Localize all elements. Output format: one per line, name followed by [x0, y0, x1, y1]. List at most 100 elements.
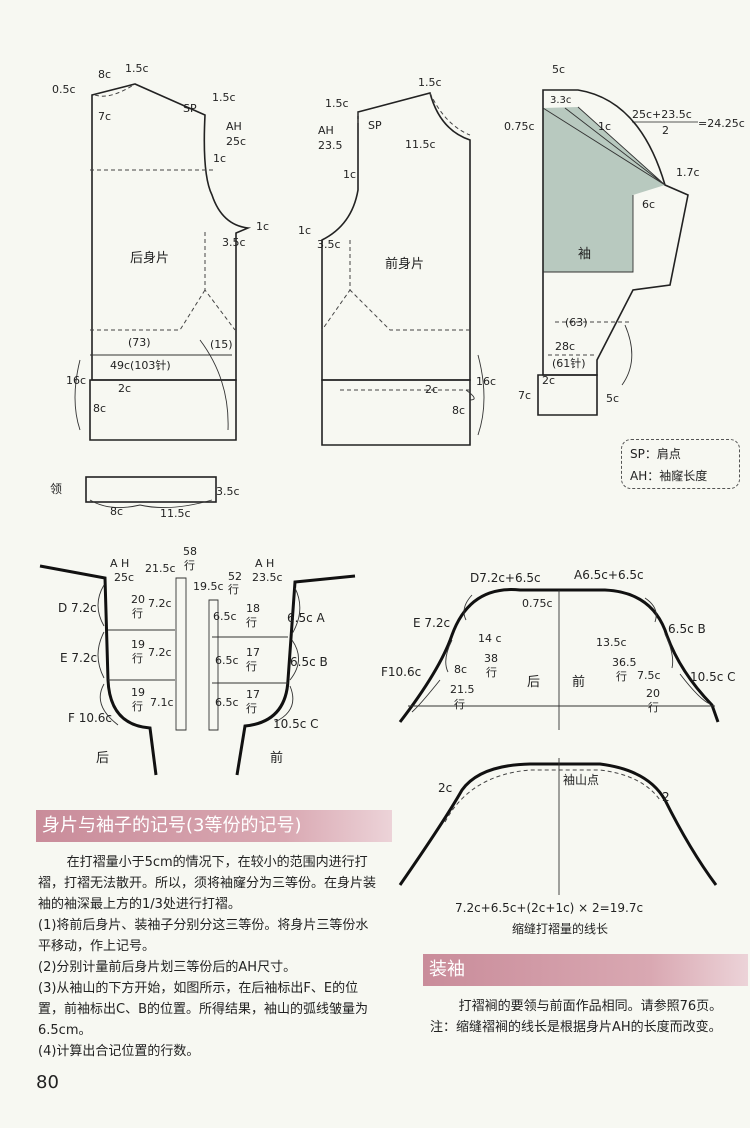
cap-B: 6.5c B [668, 622, 706, 636]
collar-name: 领 [50, 482, 62, 496]
cap-13-5: 13.5c [596, 636, 627, 649]
armhole-17b: 17 [246, 688, 260, 701]
collar-3-5-label: 3.5c [216, 485, 240, 498]
section1-body: 在打褶量小于5cm的情况下，在较小的范围内进行打褶，打褶无法散开。所以，须将袖窿… [38, 852, 378, 1062]
armhole-back-label: 后 [96, 751, 109, 766]
back-49-label: 49c(103针) [110, 358, 171, 372]
back-2-label: 2c [118, 382, 131, 395]
armhole-A: 6.5c A [287, 611, 325, 625]
armhole-18-row: 行 [246, 616, 257, 629]
cap-7-5: 7.5c [637, 669, 661, 682]
section2-title: 装袖 [423, 954, 748, 986]
cap-20-row: 行 [648, 701, 659, 714]
cap-38: 38 [484, 652, 498, 665]
sleeve-6-label: 6c [642, 198, 655, 211]
back-bodice-name: 后身片 [130, 250, 169, 266]
front-1c-b-label: 1c [298, 224, 311, 237]
front-8-label: 8c [452, 404, 465, 417]
armhole-6-5b: 6.5c [215, 654, 239, 667]
armhole-58: 58 [183, 545, 197, 558]
cap-F: F10.6c [381, 665, 421, 679]
legend-box: SP：肩点 AH：袖窿长度 [621, 439, 740, 489]
back-1-5b-label: 1.5c [212, 91, 236, 104]
sleeve-63-label: (63) [565, 316, 588, 329]
page-number: 80 [36, 1072, 59, 1093]
armhole-E: E 7.2c [60, 651, 97, 665]
section2-body: 打褶裥的要领与前面作品相同。请参照76页。注：缩缝褶裥的线长是根据身片AH的长度… [430, 999, 723, 1035]
sleeve-1c-label: 1c [598, 120, 611, 133]
back-3-5-label: 3.5c [222, 236, 246, 249]
sleeve-5b-label: 5c [606, 392, 619, 405]
sleeve-61-label: (61针) [552, 356, 586, 370]
back-1-5-label: 1.5c [125, 62, 149, 75]
ease-diagram: 2c 袖山点 2 7.2c+6.5c+(2c+1c) × 2=19.7c 缩缝打… [398, 758, 718, 936]
sleeve-formula-result: =24.25c [698, 117, 745, 130]
armhole-52: 52 [228, 570, 242, 583]
armhole-7-2b: 7.2c [148, 646, 172, 659]
back-1c-b-label: 1c [256, 220, 269, 233]
sleeve-pattern: 袖 5c 3.3c 25c+23.5c 2 =24.25c 0.75c 1c 1… [504, 63, 745, 416]
cap-21-5-row: 行 [454, 698, 465, 711]
armhole-20: 20 [131, 593, 145, 606]
front-2-label: 2c [425, 383, 438, 396]
cap-38-row: 行 [486, 666, 497, 679]
armhole-6-5c: 6.5c [215, 696, 239, 709]
front-11-5-label: 11.5c [405, 138, 436, 151]
cap-0-75: 0.75c [522, 597, 553, 610]
armhole-20-row: 行 [132, 607, 143, 620]
armhole-6-5a: 6.5c [213, 610, 237, 623]
front-ah-label: AH [318, 124, 334, 137]
back-25-label: 25c [226, 135, 246, 148]
collar-11-5-label: 11.5c [160, 507, 191, 520]
cap-8: 8c [454, 663, 467, 676]
ease-2c-label: 2c [438, 781, 452, 795]
armhole-17a: 17 [246, 646, 260, 659]
back-16-label: 16c [66, 374, 86, 387]
sleeve-3-3-label: 3.3c [550, 95, 571, 106]
front-bodice: 前身片 1.5c 1.5c SP AH 23.5 11.5c 1c 1c 3.5… [298, 76, 496, 446]
sleeve-formula-top: 25c+23.5c [632, 108, 692, 121]
back-73-label: (73) [128, 336, 151, 349]
armhole-19b-row: 行 [132, 700, 143, 713]
back-0-5-label: 0.5c [52, 83, 76, 96]
armhole-diagram: A H 25c 21.5c 58 行 19.5c 52 行 A H 23.5c … [39, 545, 356, 776]
cap-back: 后 [527, 675, 540, 690]
section1-intro: 在打褶量小于5cm的情况下，在较小的范围内进行打褶，打褶无法散开。所以，须将袖窿… [38, 855, 377, 912]
sleeve-7-label: 7c [518, 389, 531, 402]
armhole-ah-left-val: 25c [114, 571, 134, 584]
armhole-F: F 10.6c [68, 711, 112, 725]
sleeve-formula-bottom: 2 [662, 124, 669, 137]
back-bodice: 后身片 0.5c 8c 1.5c SP 1.5c 7c AH 25c 1c 1c… [52, 62, 269, 441]
front-sp-label: SP [368, 119, 382, 132]
cap-front: 前 [572, 674, 585, 690]
sleeve-28-label: 28c [555, 340, 575, 353]
cap-21-5: 21.5 [450, 683, 475, 696]
armhole-18: 18 [246, 602, 260, 615]
back-15-label: (15) [210, 338, 233, 351]
collar-8-label: 8c [110, 505, 123, 518]
cap-C: 10.5c C [690, 670, 736, 684]
cap-A: A6.5c+6.5c [574, 568, 644, 582]
armhole-19b: 19 [131, 686, 145, 699]
armhole-58-row: 行 [184, 559, 195, 572]
section1-item-2: (2)分别计量前后身片划三等份后的AH尺寸。 [38, 960, 297, 975]
legend-ah: AH：袖窿长度 [630, 469, 708, 483]
armhole-C: 10.5c C [273, 717, 319, 731]
armhole-front-label: 前 [270, 750, 283, 766]
armhole-7-2a: 7.2c [148, 597, 172, 610]
back-7-label: 7c [98, 110, 111, 123]
cap-20: 20 [646, 687, 660, 700]
armhole-17a-row: 行 [246, 660, 257, 673]
sleeve-1-7-label: 1.7c [676, 166, 700, 179]
armhole-ah-left: A H [110, 557, 129, 570]
sleeve-0-75-label: 0.75c [504, 120, 535, 133]
front-3-5-label: 3.5c [317, 238, 341, 251]
section1-item-1: (1)将前后身片、装袖子分别分这三等份。将身片三等份水平移动，作上记号。 [38, 918, 369, 954]
sleeve-name: 袖 [578, 247, 591, 262]
sleeve-2-label: 2c [542, 374, 555, 387]
armhole-ah-right: A H [255, 557, 274, 570]
armhole-ah-right-val: 23.5c [252, 571, 283, 584]
armhole-D: D 7.2c [58, 601, 97, 615]
back-8b-label: 8c [93, 402, 106, 415]
